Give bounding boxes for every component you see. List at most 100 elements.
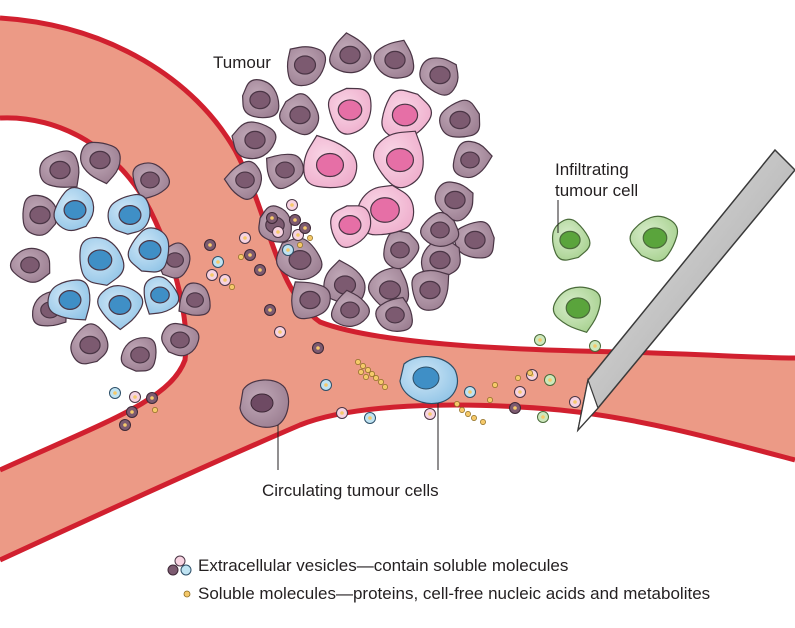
tumour-cell-purple	[39, 150, 80, 188]
soluble-molecule	[360, 363, 366, 369]
vesicle	[146, 392, 158, 404]
main-tumour	[223, 32, 495, 332]
tumour-cell-purple	[70, 323, 109, 365]
vesicle	[534, 334, 546, 346]
tumour-cell-pink	[372, 130, 424, 189]
vesicle	[219, 274, 231, 286]
tumour-cell-purple	[286, 46, 327, 87]
tumour-cell-purple	[452, 140, 493, 179]
legend: Extracellular vesicles—contain soluble m…	[167, 555, 710, 603]
vesicle	[292, 229, 304, 241]
vesicle	[126, 406, 138, 418]
vesicle	[299, 222, 311, 234]
legend-soluble-icon	[183, 590, 191, 598]
biopsy-needle-icon	[576, 148, 795, 433]
label-infiltrating-2: tumour cell	[555, 181, 638, 200]
tumour-cell-blue	[127, 227, 170, 273]
vesicle	[537, 411, 549, 423]
vesicle	[264, 304, 276, 316]
tumour-cell-blue	[47, 279, 91, 321]
legend-soluble-label: Soluble molecules—proteins, cell-free nu…	[198, 584, 710, 603]
soluble-molecule	[382, 384, 388, 390]
tumour-cell-pink	[327, 87, 372, 135]
vesicle	[424, 408, 436, 420]
tumour-cell-purple	[241, 79, 280, 119]
vesicle	[274, 326, 286, 338]
tumour-cell-purple	[434, 181, 474, 222]
vesicle	[266, 212, 278, 224]
infiltrating-cell-green	[629, 215, 679, 262]
tumour-cell-purple	[373, 39, 415, 79]
soluble-molecule	[378, 379, 384, 385]
tumour-cell-purple	[439, 99, 481, 138]
legend-vesicles-icon	[167, 555, 192, 576]
vesicle	[109, 387, 121, 399]
soluble-molecule	[471, 415, 477, 421]
soluble-molecule	[365, 367, 371, 373]
ctc-purple-nucleus	[250, 393, 274, 413]
soluble-molecule	[363, 374, 369, 380]
vesicle	[206, 269, 218, 281]
vesicle	[312, 342, 324, 354]
soluble-molecule	[527, 370, 533, 376]
tumour-cell-purple	[420, 211, 460, 247]
soluble-molecule	[480, 419, 486, 425]
soluble-molecule	[373, 375, 379, 381]
soluble-molecule	[229, 284, 235, 290]
soluble-molecule	[459, 407, 465, 413]
soluble-molecule	[369, 371, 375, 377]
soluble-molecule	[454, 401, 460, 407]
tumour-cell-blue	[107, 193, 151, 235]
tumour-cell-purple	[132, 162, 170, 200]
tumour-cell-blue	[97, 285, 144, 331]
tumour-cell-pink	[303, 134, 358, 189]
infiltrating-cell-green	[551, 218, 591, 261]
label-infiltrating-1: Infiltrating	[555, 160, 629, 179]
tumour-cell-purple	[231, 121, 277, 160]
vesicle	[204, 239, 216, 251]
ctc-blue-nucleus	[412, 366, 440, 390]
tumour-cell-blue	[143, 276, 180, 315]
soluble-molecule	[238, 254, 244, 260]
tumour-cell-purple	[453, 221, 495, 259]
vesicle	[244, 249, 256, 261]
tumour-cell-purple	[419, 57, 459, 96]
soluble-molecule	[515, 375, 521, 381]
tumour-cell-purple	[279, 93, 320, 136]
tumour-cell-purple	[275, 237, 323, 281]
vesicle	[514, 386, 526, 398]
vesicle	[239, 232, 251, 244]
tumour-cell-purple	[411, 269, 450, 311]
tumour-cell-purple	[120, 337, 157, 372]
vesicle	[119, 419, 131, 431]
tumour-cell-purple	[9, 247, 51, 283]
left-tumour-cluster	[9, 141, 211, 372]
tumour-cell-pink	[330, 205, 372, 249]
tumour-cell-purple	[291, 281, 331, 320]
tumour-cell-purple	[383, 230, 420, 270]
tumour-cell-purple	[80, 141, 121, 185]
circulating-tumour-cells	[239, 356, 459, 428]
tumour-cell-purple	[420, 237, 461, 280]
tumour-cell-purple	[22, 194, 58, 236]
tumour-cell-pink	[357, 184, 415, 236]
soluble-molecule	[487, 397, 493, 403]
vesicle	[254, 264, 266, 276]
vesicle	[320, 379, 332, 391]
soluble-molecule	[492, 382, 498, 388]
tumour-cell-blue	[53, 186, 95, 232]
soluble-molecule	[465, 411, 471, 417]
infiltrating-cell-green	[552, 286, 602, 334]
vesicle	[589, 340, 601, 352]
vesicle	[282, 244, 294, 256]
tumour-cell-purple	[375, 296, 413, 332]
tumour-cell-blue	[79, 236, 125, 286]
leader-lines	[277, 200, 559, 470]
tumour-cell-purple	[223, 160, 263, 200]
soluble-molecule	[355, 359, 361, 365]
soluble-molecule	[297, 242, 303, 248]
tumour-cell-purple	[265, 153, 304, 190]
vesicle	[544, 374, 556, 386]
vesicle	[129, 391, 141, 403]
